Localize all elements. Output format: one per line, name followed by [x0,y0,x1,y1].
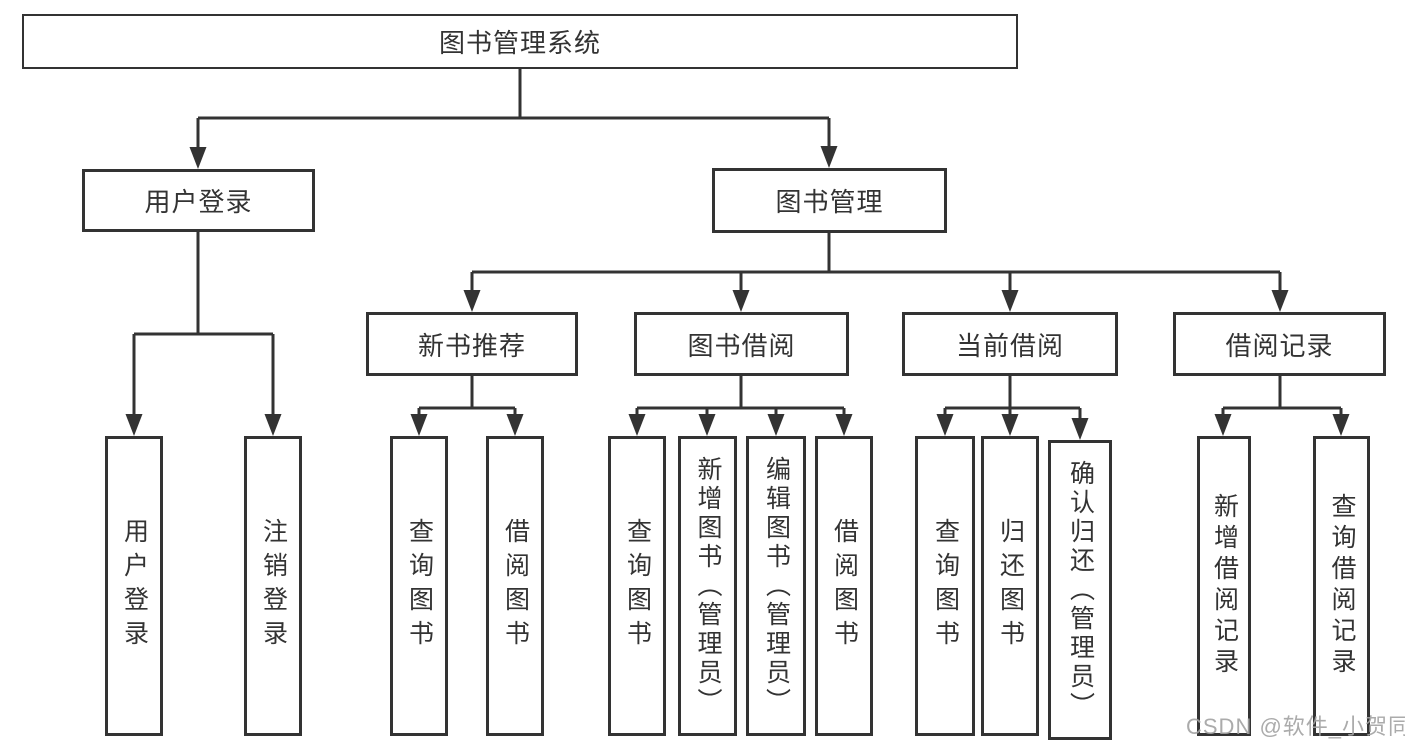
arrowhead [835,414,853,436]
node-leaf-add-borrow-record: 新增借阅记录 [1197,436,1251,736]
arrowhead [1332,414,1350,436]
node-borrow-records-label: 借阅记录 [1225,330,1334,361]
watermark: CSDN @软件_小贺同学 [1186,714,1405,739]
arrowhead [628,414,646,436]
node-leaf-borrow-books-2-label: 借阅图书 [830,518,859,654]
connector-new-book [417,376,517,415]
node-leaf-query-books-2: 查询图书 [608,436,666,736]
node-leaf-borrow-books-1: 借阅图书 [486,436,544,736]
node-leaf-query-borrow-record-label: 查询借阅记录 [1328,493,1356,679]
node-book-borrow: 图书借阅 [634,312,849,376]
node-leaf-query-books-1: 查询图书 [390,436,448,736]
arrowhead [767,414,785,436]
node-leaf-borrow-books-2: 借阅图书 [815,436,873,736]
node-borrow-records: 借阅记录 [1173,312,1386,376]
node-book-management: 图书管理 [712,168,947,233]
node-leaf-confirm-return-admin: 确认归还（管理员） [1048,440,1112,740]
node-user-login: 用户登录 [82,169,315,232]
connector-root-stem [196,69,831,147]
node-book-management-label: 图书管理 [775,187,884,217]
node-root-label: 图书管理系统 [438,28,601,58]
node-root: 图书管理系统 [22,14,1018,69]
connector-user-login [132,232,275,415]
node-leaf-query-books-3: 查询图书 [915,436,975,736]
node-leaf-edit-book-admin-label: 编辑图书（管理员） [762,455,791,717]
connector-borrow-records [1221,376,1343,415]
node-leaf-confirm-return-admin-label: 确认归还（管理员） [1066,459,1095,721]
arrowhead [125,414,143,436]
arrowhead [1271,290,1289,312]
node-leaf-borrow-books-1-label: 借阅图书 [501,518,530,654]
arrowhead [463,290,481,312]
connector-book-borrow [635,376,846,415]
arrowhead [820,146,838,168]
node-leaf-edit-book-admin: 编辑图书（管理员） [746,436,806,736]
node-current-borrow-label: 当前借阅 [955,330,1064,361]
node-user-login-label: 用户登录 [144,187,253,217]
node-book-borrow-label: 图书借阅 [687,330,796,361]
node-new-book-recommend: 新书推荐 [366,312,578,376]
node-leaf-query-borrow-record: 查询借阅记录 [1313,436,1370,736]
node-leaf-query-books-1-label: 查询图书 [405,518,434,654]
arrowhead [1214,414,1232,436]
arrowhead [410,414,428,436]
connector-current-borrow [943,376,1082,418]
arrowhead [936,414,954,436]
node-leaf-return-books-label: 归还图书 [996,518,1025,654]
arrowhead [1001,414,1019,436]
connector-book-management [470,233,1282,291]
node-leaf-query-books-3-label: 查询图书 [931,518,960,654]
arrowhead [1001,290,1019,312]
arrowhead [264,414,282,436]
node-leaf-add-book-admin-label: 新增图书（管理员） [694,455,722,717]
node-leaf-add-book-admin: 新增图书（管理员） [678,436,737,736]
node-leaf-logout-label: 注销登录 [259,518,288,654]
node-leaf-user-login-label: 用户登录 [120,518,149,654]
node-new-book-recommend-label: 新书推荐 [417,330,526,361]
node-leaf-query-books-2-label: 查询图书 [623,518,652,654]
node-leaf-user-login: 用户登录 [105,436,163,736]
node-leaf-add-borrow-record-label: 新增借阅记录 [1210,493,1239,679]
arrowhead [1071,418,1089,440]
arrowhead [732,290,750,312]
arrowhead [189,147,207,169]
arrowhead [698,414,716,436]
node-leaf-return-books: 归还图书 [981,436,1039,736]
node-leaf-logout: 注销登录 [244,436,302,736]
node-current-borrow: 当前借阅 [902,312,1118,376]
arrowhead [506,414,524,436]
